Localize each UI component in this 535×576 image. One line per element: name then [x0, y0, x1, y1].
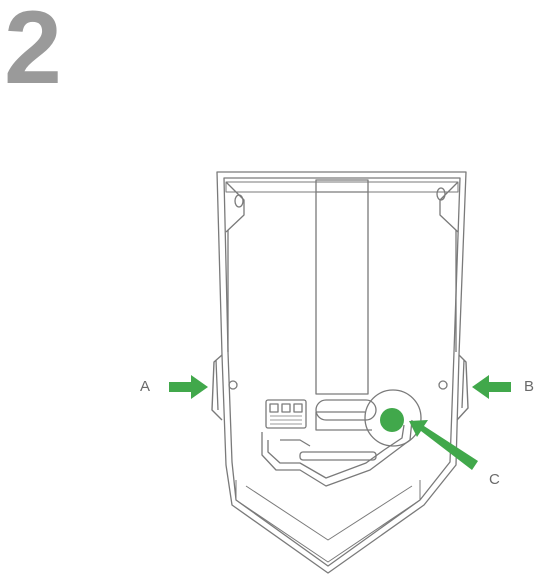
connector-block — [265, 399, 307, 429]
center-channel — [315, 179, 369, 395]
side-hole-right — [438, 380, 448, 390]
step-number: 2 — [4, 0, 62, 106]
mount-hole-top-left — [234, 194, 244, 208]
label-b: B — [524, 378, 535, 395]
arrow-up-left-icon — [409, 420, 478, 470]
connector-slot — [315, 399, 377, 421]
mount-hole-top-right — [436, 187, 446, 201]
tray-outline — [216, 171, 467, 574]
latch-right — [456, 354, 469, 421]
button-housing — [364, 389, 422, 447]
release-button — [380, 408, 404, 432]
tray-inner-frame — [223, 177, 461, 567]
arrow-left-icon — [472, 375, 511, 399]
side-hole-left — [228, 380, 238, 390]
label-a: A — [140, 378, 151, 395]
label-c: C — [489, 471, 500, 488]
arrow-right-icon — [169, 375, 208, 399]
latch-left — [211, 354, 223, 421]
